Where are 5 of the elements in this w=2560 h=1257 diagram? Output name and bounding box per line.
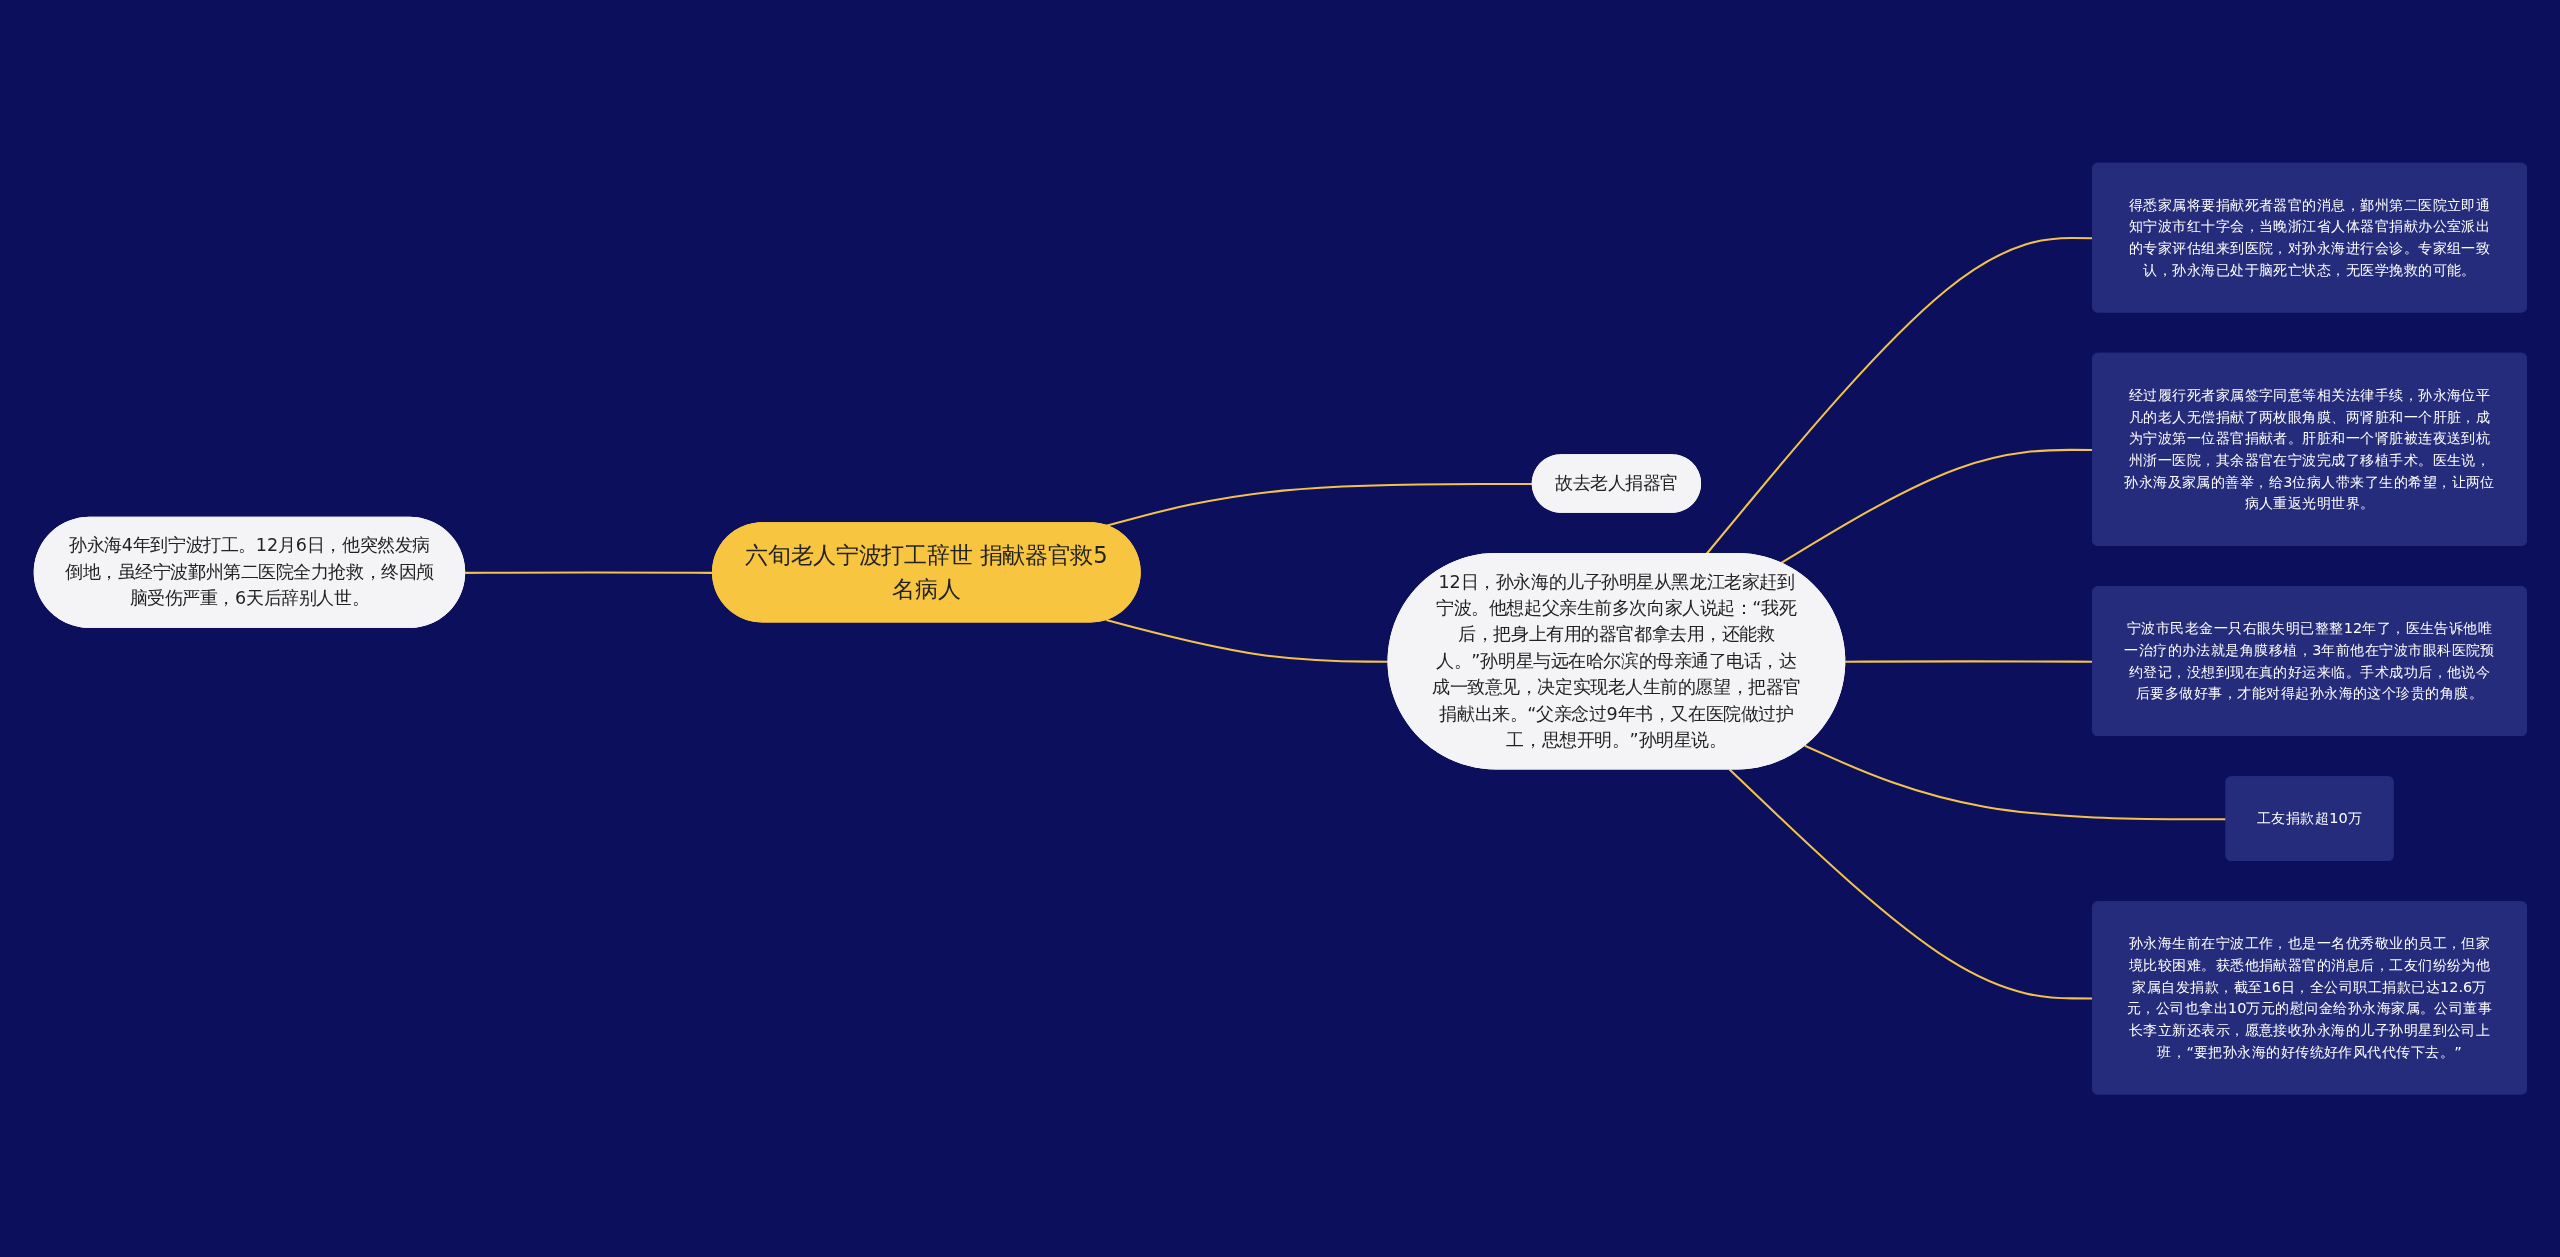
connector	[464, 571, 713, 574]
connector	[1844, 660, 2093, 663]
connector	[1705, 236, 2093, 555]
connector	[1728, 768, 2093, 1000]
connector	[1779, 448, 2093, 564]
